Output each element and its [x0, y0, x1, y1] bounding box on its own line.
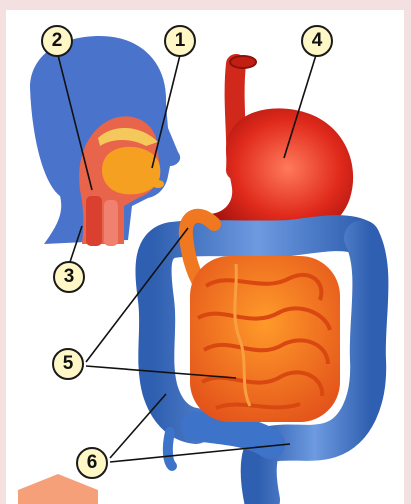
small-intestine [190, 256, 340, 422]
marker-5: 5 [52, 348, 84, 380]
leader-6a [110, 394, 166, 458]
head-profile [30, 36, 180, 246]
trachea [104, 200, 118, 246]
marker-1: 1 [164, 25, 196, 57]
esophagus-opening [230, 56, 256, 68]
esophagus-neck [86, 196, 102, 246]
tongue [102, 147, 160, 195]
marker-6: 6 [76, 447, 108, 479]
lower-lip [152, 180, 164, 188]
marker-2: 2 [41, 25, 73, 57]
appendix [168, 432, 172, 466]
corner-badge [18, 474, 98, 504]
marker-3: 3 [53, 261, 85, 293]
marker-4: 4 [301, 25, 333, 57]
